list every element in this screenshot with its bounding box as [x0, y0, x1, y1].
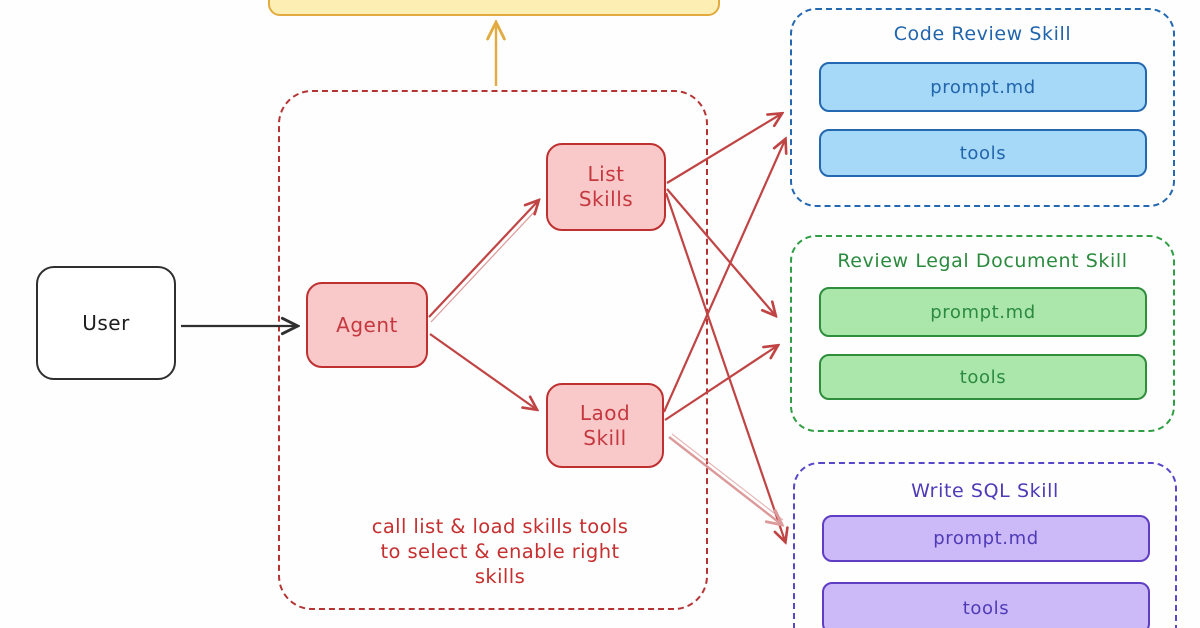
list-skills-label-line1: List [587, 162, 625, 186]
load-skill-label-line1: Laod [579, 400, 631, 425]
caption-line2: to select & enable right [380, 540, 620, 563]
tools-box: tools [819, 354, 1147, 400]
skill-card-review-legal-document: Review Legal Document Skill prompt.md to… [790, 235, 1175, 432]
skill-card-title: Code Review Skill [893, 23, 1072, 45]
agent-group-caption: call list & load skills tools to select … [328, 514, 672, 589]
prompt-md-box: prompt.md [822, 515, 1150, 562]
load-skill-label-line2: Skill [583, 425, 627, 450]
list-skills-label-line2: Skills [578, 187, 634, 211]
tools-box: tools [822, 582, 1150, 628]
tools-label: tools [962, 597, 1010, 619]
skill-card-code-review: Code Review Skill prompt.md tools [790, 8, 1175, 207]
prompt-md-label: prompt.md [930, 76, 1036, 98]
skill-card-title: Review Legal Document Skill [837, 250, 1128, 272]
caption-line1: call list & load skills tools [371, 515, 629, 538]
tools-box: tools [819, 129, 1147, 177]
caption-line3: skills [474, 565, 526, 588]
user-label: User [82, 311, 130, 335]
skill-card-write-sql: Write SQL Skill prompt.md tools [793, 462, 1177, 628]
agent-node: Agent [306, 282, 428, 368]
user-node: User [36, 266, 176, 380]
top-yellow-box [268, 0, 720, 16]
prompt-md-label: prompt.md [933, 528, 1039, 549]
prompt-md-box: prompt.md [819, 62, 1147, 112]
tools-label: tools [959, 142, 1007, 164]
load-skill-node: Laod Skill [546, 383, 664, 468]
prompt-md-box: prompt.md [819, 287, 1147, 337]
agent-label: Agent [336, 312, 398, 337]
list-skills-node: List Skills [546, 143, 666, 231]
prompt-md-label: prompt.md [930, 301, 1036, 323]
skill-card-title: Write SQL Skill [911, 480, 1059, 502]
tools-label: tools [959, 366, 1007, 388]
